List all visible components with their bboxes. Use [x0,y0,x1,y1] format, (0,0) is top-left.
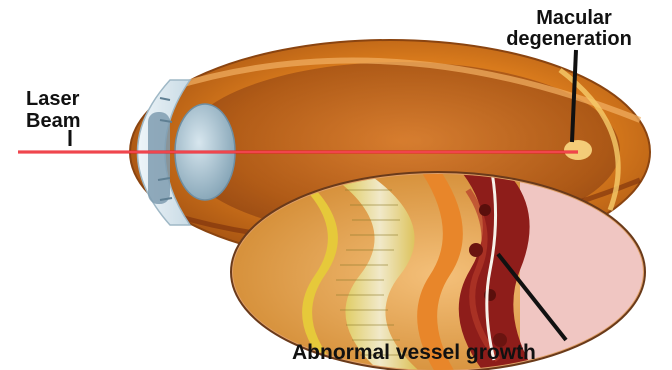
laser-label-line2: Beam [26,110,80,132]
laser-label-line1: Laser [26,88,80,110]
laser-beam-label: Laser Beam [26,88,80,132]
abnormal-vessel-growth-label: Abnormal vessel growth [292,341,536,365]
macular-degeneration-label: Macular degeneration [470,8,668,50]
macular-label-line2: degeneration [470,29,668,50]
macular-label-line1: Macular [470,8,668,29]
